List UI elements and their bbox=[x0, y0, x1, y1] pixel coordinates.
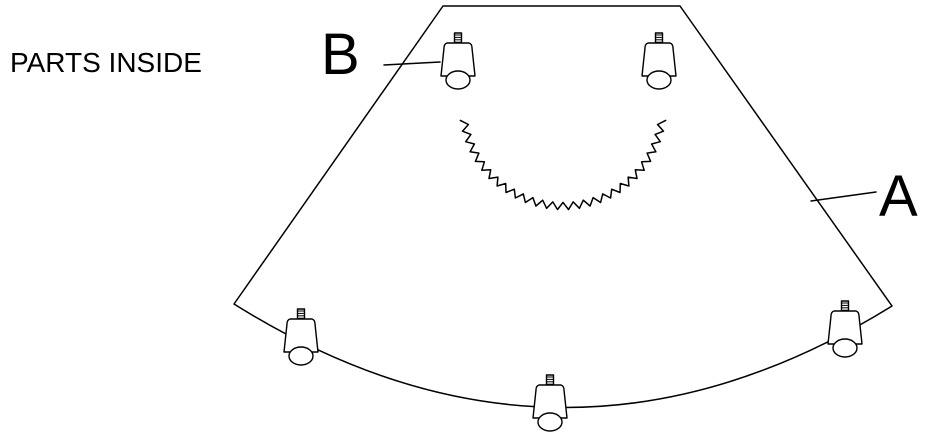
foot-base bbox=[288, 346, 314, 366]
foot-body bbox=[532, 384, 568, 419]
label-b: B bbox=[321, 22, 360, 87]
foot-body bbox=[440, 42, 476, 77]
foot-base bbox=[646, 70, 672, 90]
leg-foot bbox=[827, 300, 863, 358]
foot-body bbox=[827, 310, 863, 345]
foot-base bbox=[445, 70, 471, 90]
leg-foot bbox=[532, 374, 568, 432]
leader-line-b bbox=[383, 61, 441, 66]
label-a: A bbox=[879, 164, 918, 229]
parts-inside-note: PARTS INSIDE bbox=[10, 47, 202, 78]
foot-base bbox=[537, 412, 563, 432]
leg-foot bbox=[440, 32, 476, 90]
foot-body bbox=[283, 318, 319, 353]
leg-foot bbox=[283, 308, 319, 366]
leader-line-a bbox=[810, 191, 877, 202]
foot-base bbox=[832, 338, 858, 358]
foot-body bbox=[641, 42, 677, 77]
serrated-arc bbox=[459, 119, 667, 211]
leg-foot bbox=[641, 32, 677, 90]
